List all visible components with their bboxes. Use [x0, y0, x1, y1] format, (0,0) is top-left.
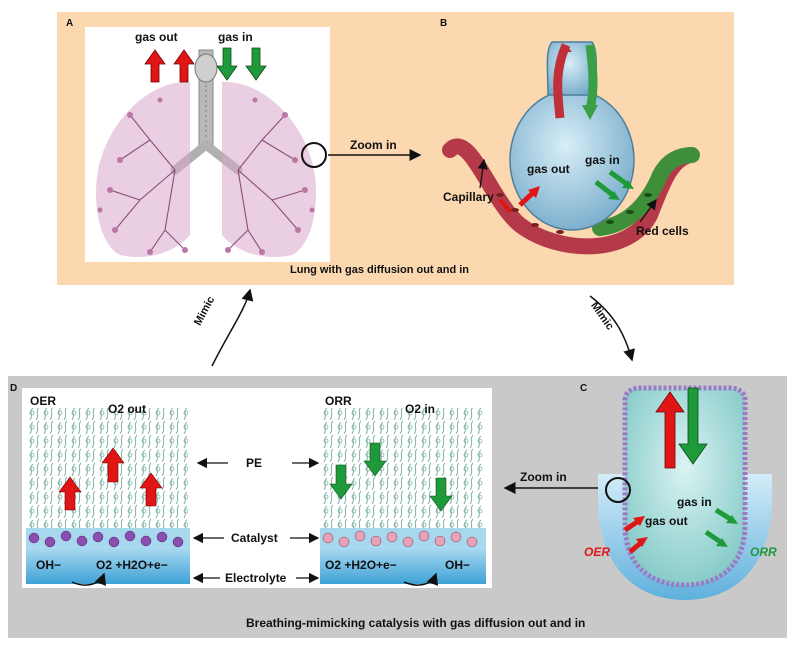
zoom-circle-cup	[605, 477, 631, 503]
electrolyte-label: Electrolyte	[225, 571, 287, 585]
panel-letter-a: A	[66, 18, 74, 29]
orr-interface	[320, 408, 486, 586]
cup-orr-label: ORR	[750, 545, 777, 559]
orr-left-equation: O2 +H2O+e−	[325, 558, 397, 572]
oer-title: OER	[30, 394, 57, 408]
o2-out-label: O2 out	[108, 402, 146, 416]
lung-gas-arrows	[144, 47, 267, 83]
zoom-circle-lung	[301, 142, 327, 168]
capillary-label: Capillary	[443, 190, 494, 204]
oer-right-equation: O2 +H2O+e−	[96, 558, 168, 572]
panel-letter-c: C	[580, 383, 588, 394]
mimic-arrow-right	[589, 295, 635, 362]
mimic-arrow-left	[211, 288, 254, 367]
cup-oer-label: OER	[584, 545, 611, 559]
alveolus-gas-in-label: gas in	[585, 153, 620, 167]
panel-letter-b: B	[440, 18, 448, 29]
cup-gas-in-label: gas in	[677, 495, 712, 509]
cup-gas-out-label: gas out	[645, 514, 688, 528]
alveolus-illustration	[442, 41, 700, 255]
zoom-in-label-top: Zoom in	[350, 138, 397, 152]
pe-label: PE	[246, 456, 263, 470]
interface-pointer-arrows	[192, 457, 320, 584]
zoom-in-label-bottom: Zoom in	[520, 470, 567, 484]
orr-right-ion: OH−	[445, 558, 471, 572]
panel-letter-d: D	[10, 383, 18, 394]
lung-gas-in-label: gas in	[218, 30, 253, 44]
red-cells-label: Red cells	[636, 224, 689, 238]
oer-interface	[26, 408, 190, 586]
breathing-cup	[598, 385, 772, 600]
lung-gas-out-label: gas out	[135, 30, 178, 44]
oer-left-ion: OH−	[36, 558, 62, 572]
alveolus-gas-out-label: gas out	[527, 162, 570, 176]
bottom-caption: Breathing-mimicking catalysis with gas d…	[246, 616, 586, 630]
catalyst-label: Catalyst	[231, 531, 278, 545]
o2-in-label: O2 in	[405, 402, 436, 416]
lung-illustration	[96, 49, 327, 258]
top-caption: Lung with gas diffusion out and in	[290, 264, 470, 276]
orr-title: ORR	[325, 394, 352, 408]
